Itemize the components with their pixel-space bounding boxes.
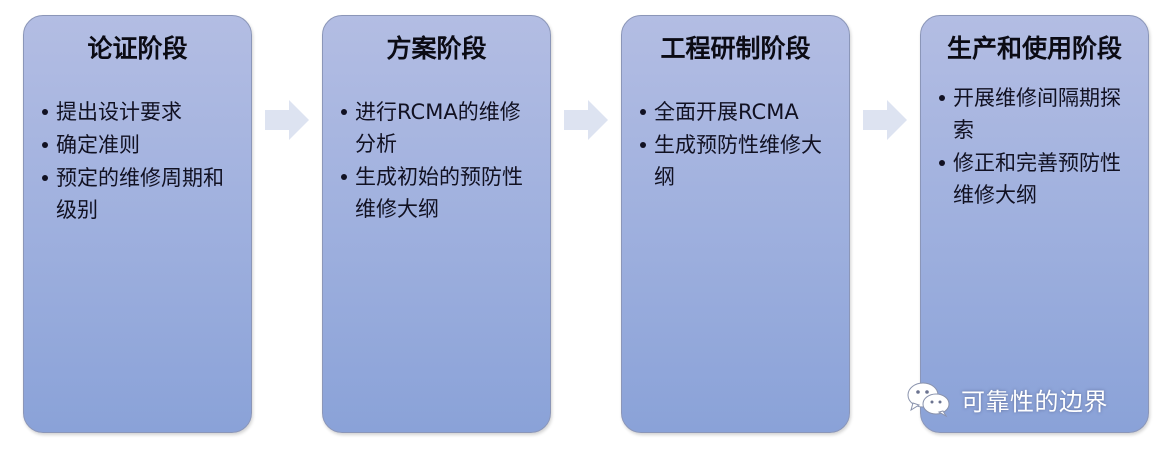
stage-title: 论证阶段 bbox=[87, 34, 188, 63]
bullet-item: 进行RCMA的维修分析 bbox=[341, 96, 534, 160]
stage-bullet-list: 开展维修间隔期探索 修正和完善预防性维修大纲 bbox=[921, 82, 1148, 211]
bullet-item: 开展维修间隔期探索 bbox=[939, 82, 1132, 146]
stage-title: 工程研制阶段 bbox=[660, 34, 811, 63]
bullet-item: 生成初始的预防性维修大纲 bbox=[341, 161, 534, 225]
watermark-text: 可靠性的边界 bbox=[961, 387, 1108, 416]
bullet-item: 生成预防性维修大纲 bbox=[640, 129, 833, 193]
stage-box-argumentation: 论证阶段 提出设计要求 确定准则 预定的维修周期和级别 bbox=[23, 15, 252, 433]
watermark: 可靠性的边界 bbox=[905, 378, 1108, 420]
stage-title: 生产和使用阶段 bbox=[946, 34, 1122, 63]
bullet-item: 修正和完善预防性维修大纲 bbox=[939, 147, 1132, 211]
bullet-item: 全面开展RCMA bbox=[640, 96, 833, 128]
stage-bullet-list: 进行RCMA的维修分析 生成初始的预防性维修大纲 bbox=[323, 96, 550, 225]
stage-box-scheme: 方案阶段 进行RCMA的维修分析 生成初始的预防性维修大纲 bbox=[322, 15, 551, 433]
stage-box-production-use: 生产和使用阶段 开展维修间隔期探索 修正和完善预防性维修大纲 bbox=[920, 15, 1149, 433]
bullet-item: 确定准则 bbox=[42, 129, 235, 161]
stage-bullet-list: 全面开展RCMA 生成预防性维修大纲 bbox=[622, 96, 849, 193]
arrow-right-icon bbox=[863, 100, 907, 140]
stage-bullet-list: 提出设计要求 确定准则 预定的维修周期和级别 bbox=[24, 96, 251, 226]
wechat-icon bbox=[907, 382, 950, 418]
bullet-item: 预定的维修周期和级别 bbox=[42, 162, 235, 226]
arrow-right-icon bbox=[265, 100, 309, 140]
arrow-right-icon bbox=[564, 100, 608, 140]
stage-box-engineering: 工程研制阶段 全面开展RCMA 生成预防性维修大纲 bbox=[621, 15, 850, 433]
stage-title: 方案阶段 bbox=[386, 34, 487, 63]
bullet-item: 提出设计要求 bbox=[42, 96, 235, 128]
